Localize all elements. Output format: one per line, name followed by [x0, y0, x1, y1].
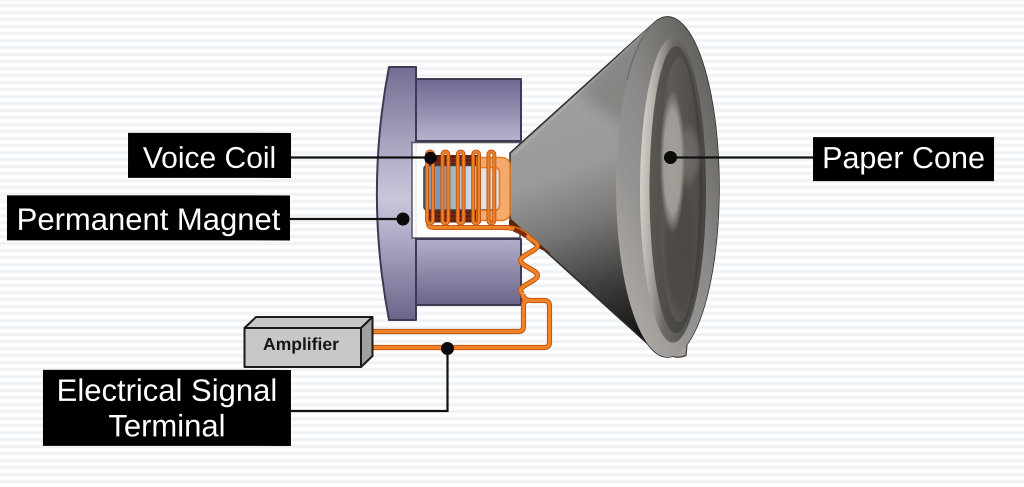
svg-text:Permanent Magnet: Permanent Magnet [17, 202, 281, 237]
svg-text:Terminal: Terminal [108, 408, 225, 443]
svg-text:Electrical Signal: Electrical Signal [57, 373, 278, 408]
svg-text:Paper Cone: Paper Cone [822, 141, 985, 175]
svg-text:Amplifier: Amplifier [263, 334, 339, 354]
svg-text:Voice Coil: Voice Coil [143, 142, 276, 175]
